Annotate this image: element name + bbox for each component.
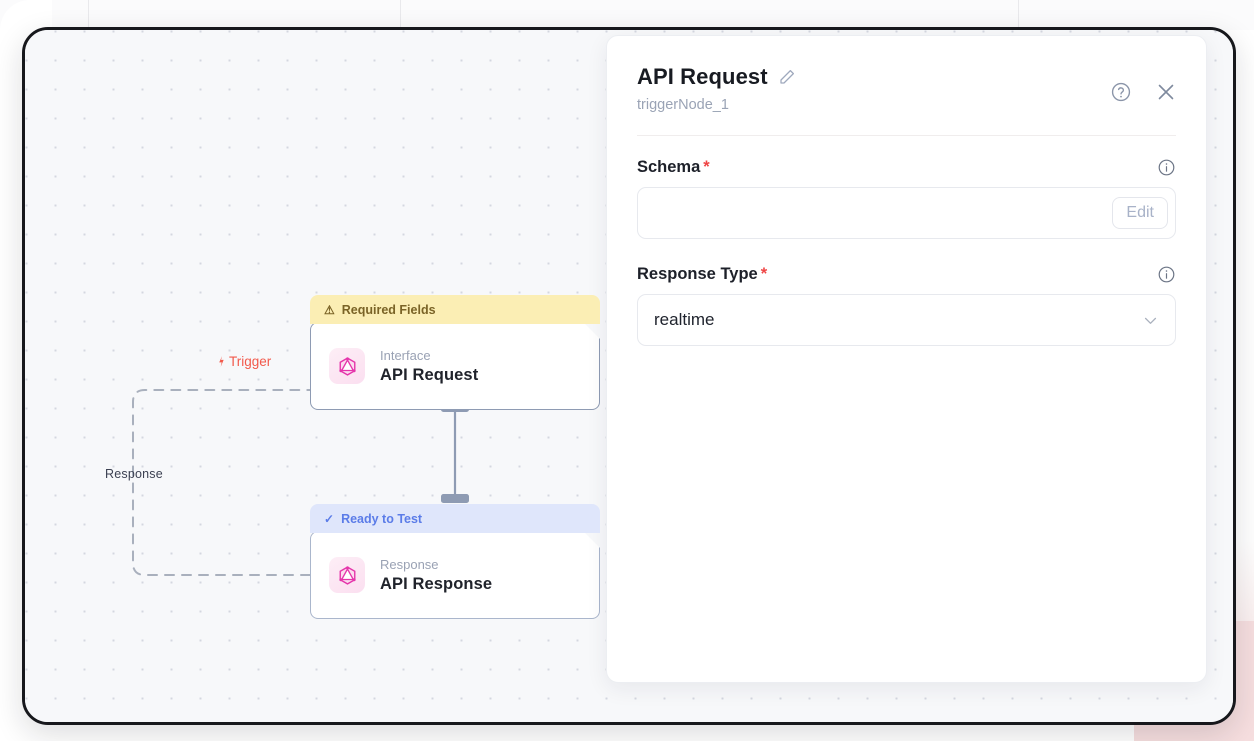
panel-actions <box>1110 80 1178 104</box>
node-meta: Response API Response <box>380 557 492 594</box>
panel-title-row: API Request <box>637 64 1176 90</box>
field-label-text: Schema <box>637 158 701 176</box>
response-type-select[interactable]: realtime <box>637 294 1176 346</box>
node-kind-label: Response <box>380 556 439 572</box>
info-circle-icon[interactable] <box>1157 265 1176 284</box>
flow-node-api-request[interactable]: ⚠ Required Fields Interface API Request <box>310 295 600 410</box>
node-title-label: API Response <box>380 574 493 593</box>
edge-label-response: Response <box>105 467 163 481</box>
panel-divider <box>637 135 1176 136</box>
node-status-badge-ready-to-test: ✓ Ready to Test <box>310 504 600 533</box>
field-label-row: Schema* <box>637 158 1176 177</box>
panel-body: Schema* Edit <box>607 136 1206 346</box>
node-title-label: API Request <box>380 365 479 384</box>
warning-triangle-icon: ⚠ <box>324 302 335 317</box>
field-label: Schema* <box>637 158 710 177</box>
node-details-panel: API Request triggerNode_1 <box>606 35 1207 683</box>
schema-edit-button[interactable]: Edit <box>1112 197 1168 229</box>
node-status-badge-label: Ready to Test <box>341 511 423 526</box>
panel-header: API Request triggerNode_1 <box>607 36 1206 113</box>
close-icon[interactable] <box>1154 80 1178 104</box>
graphql-icon <box>329 557 365 593</box>
field-label-row: Response Type* <box>637 265 1176 284</box>
app-window-frame: Trigger Response ⚠ Required Fields <box>22 27 1236 725</box>
field-schema: Schema* Edit <box>637 158 1176 239</box>
backdrop-divider-1 <box>88 0 89 30</box>
info-circle-icon[interactable] <box>1157 158 1176 177</box>
node-kind-label: Interface <box>380 347 431 363</box>
field-label: Response Type* <box>637 265 767 284</box>
edge-label-trigger: Trigger <box>215 354 271 369</box>
node-meta: Interface API Request <box>380 348 478 385</box>
graphql-icon <box>329 348 365 384</box>
backdrop-divider-2 <box>400 0 401 30</box>
check-icon: ✓ <box>324 511 335 526</box>
question-circle-icon[interactable] <box>1110 81 1132 103</box>
backdrop-top-strip <box>0 0 1254 30</box>
backdrop-divider-3 <box>1018 0 1019 30</box>
schema-input[interactable]: Edit <box>637 187 1176 239</box>
field-label-text: Response Type <box>637 265 758 283</box>
panel-title: API Request <box>637 64 768 89</box>
required-marker: * <box>760 265 768 283</box>
required-marker: * <box>703 158 710 176</box>
flow-node-body[interactable]: Response API Response <box>310 531 600 619</box>
field-response-type: Response Type* realtime <box>637 265 1176 346</box>
node-status-badge-required-fields: ⚠ Required Fields <box>310 295 600 324</box>
flow-node-body[interactable]: Interface API Request <box>310 322 600 410</box>
edge-label-trigger-text: Trigger <box>229 354 272 369</box>
pencil-icon[interactable] <box>778 68 796 86</box>
node-status-badge-label: Required Fields <box>341 302 436 317</box>
flow-node-api-response[interactable]: ✓ Ready to Test Response API Response <box>310 504 600 619</box>
lightning-bolt-icon <box>219 356 224 367</box>
panel-subtitle: triggerNode_1 <box>637 97 729 113</box>
chevron-down-icon <box>1144 317 1157 324</box>
response-type-value: realtime <box>654 310 715 329</box>
flow-canvas[interactable]: Trigger Response ⚠ Required Fields <box>25 30 1233 722</box>
